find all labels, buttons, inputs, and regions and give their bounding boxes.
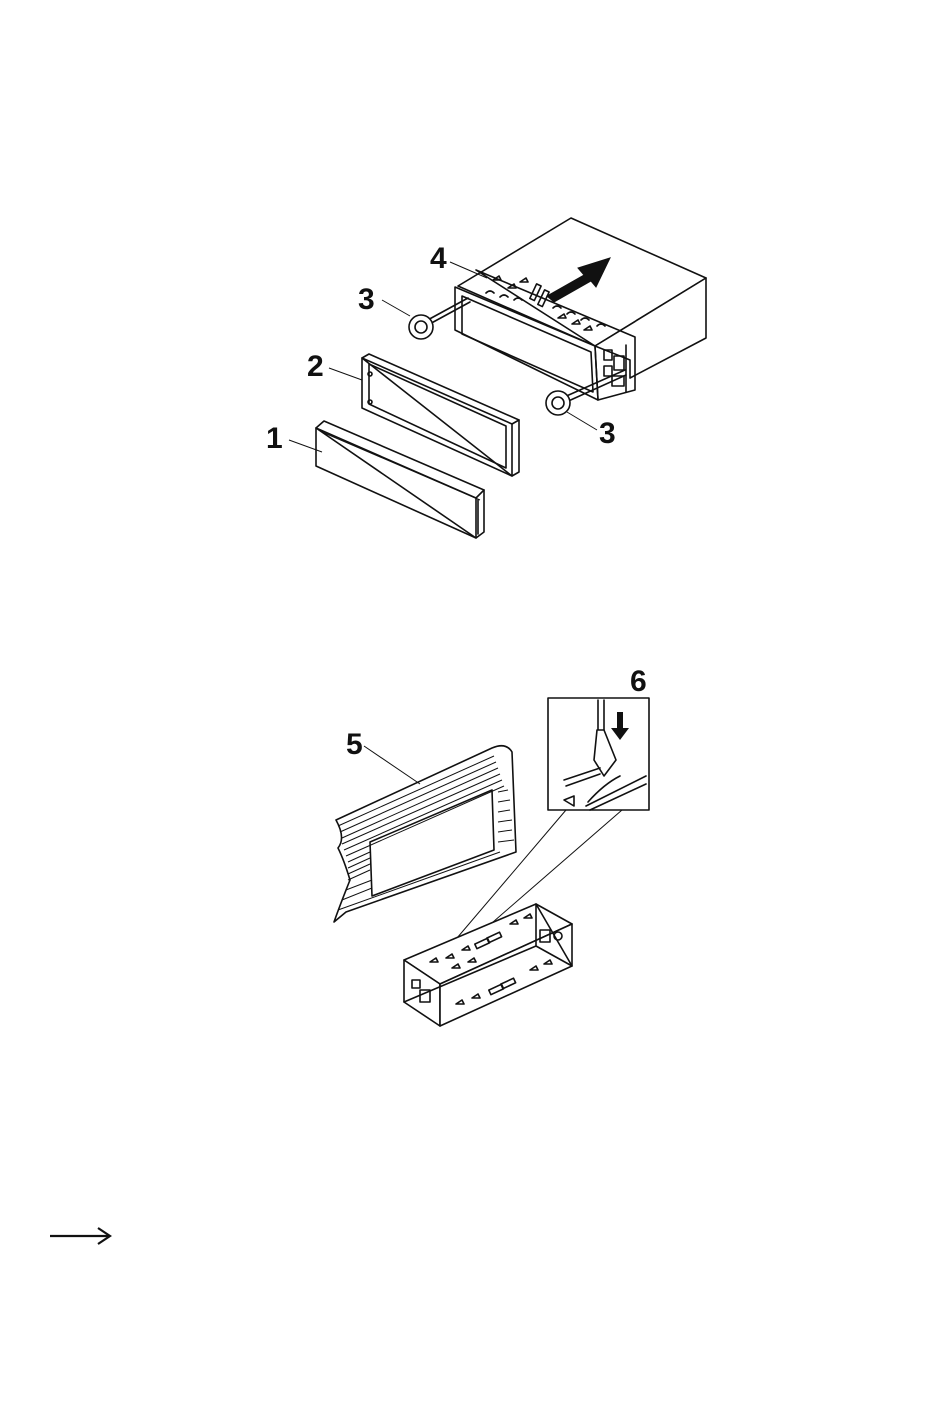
callout-6: 6 [630,665,647,698]
dashboard-opening [334,746,516,922]
radio-removal-figure: 1 2 3 3 4 [266,218,706,538]
arrow-right-icon [50,1228,110,1244]
detail-inset [548,698,649,810]
sleeve-mounting-figure: 5 6 [334,665,649,1026]
callout-5: 5 [346,728,363,761]
leader-line-5 [364,746,420,784]
callout-1: 1 [266,422,283,455]
callout-2: 2 [307,350,324,383]
callout-3-right: 3 [599,417,616,450]
radio-chassis [455,218,706,400]
callout-4: 4 [430,242,447,275]
callout-3-left: 3 [358,283,375,316]
mounting-sleeve [404,904,572,1026]
